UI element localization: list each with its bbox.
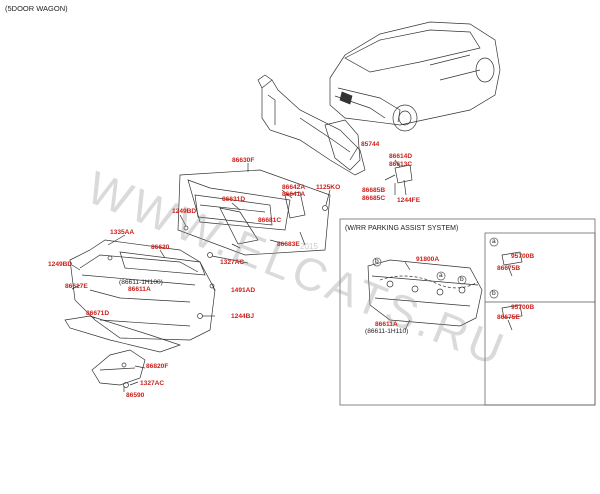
- callout-b-header: b: [492, 290, 496, 297]
- callout-a-inset: a: [439, 272, 443, 279]
- part-label-86614D[interactable]: 86614D: [389, 153, 413, 160]
- part-label-85744[interactable]: 85744: [361, 141, 380, 148]
- part-label-86641A[interactable]: 86641A: [282, 191, 306, 198]
- part-label-1335AA[interactable]: 1335AA: [110, 229, 135, 236]
- part-label-86630F[interactable]: 86630F: [232, 157, 255, 164]
- part-label-86613C[interactable]: 86613C: [389, 161, 413, 168]
- callout-a-header: a: [492, 238, 496, 245]
- part-label-1249BD[interactable]: 1249BD: [172, 208, 197, 215]
- part-label-1244BJ[interactable]: 1244BJ: [231, 313, 255, 320]
- part-label-86683E[interactable]: 86683E: [277, 241, 300, 248]
- part-label-95700B[interactable]: 95700B: [511, 253, 535, 260]
- part-label-86631D[interactable]: 86631D: [222, 196, 246, 203]
- part-label-86620[interactable]: 86620: [151, 244, 170, 251]
- callout-b-inset: b: [375, 258, 379, 265]
- part-label-1249BD-b[interactable]: 1249BD: [48, 261, 73, 268]
- part-label-86611-1H110: (86611-1H110): [365, 328, 409, 335]
- part-label-86685C[interactable]: 86685C: [362, 195, 386, 202]
- part-label-86685B[interactable]: 86685B: [362, 187, 386, 194]
- callout-b-inset-2: b: [460, 276, 464, 283]
- part-label-86671D[interactable]: 86671D: [86, 310, 110, 317]
- inset-title: (W/RR PARKING ASSIST SYSTEM): [345, 225, 459, 232]
- part-label-95700B-b[interactable]: 95700B: [511, 304, 535, 311]
- diagram-drawing: [64, 21, 596, 406]
- vehicle-illustration: [329, 21, 501, 132]
- part-label-86681C[interactable]: 86681C: [258, 217, 282, 224]
- part-label-1327AC-b[interactable]: 1327AC: [140, 380, 165, 387]
- part-label-1491AD[interactable]: 1491AD: [231, 287, 256, 294]
- parts-diagram: WWW.ELCATS.RU 2015 (5DOOR WAGON) (W/RR P…: [5, 4, 596, 406]
- part-label-86675B[interactable]: 86675B: [497, 265, 521, 272]
- part-label-1327AC[interactable]: 1327AC: [220, 259, 245, 266]
- part-label-86611A[interactable]: 86611A: [128, 286, 151, 293]
- diagram-title: (5DOOR WAGON): [5, 4, 68, 13]
- part-label-86675E[interactable]: 86675E: [497, 314, 520, 321]
- part-label-91800A[interactable]: 91800A: [416, 256, 440, 263]
- part-label-86642A[interactable]: 86642A: [282, 184, 306, 191]
- part-label-86617E[interactable]: 86617E: [65, 283, 88, 290]
- part-label-86611-1H100: (86611-1H100): [119, 279, 163, 286]
- part-label-86611A-b[interactable]: 86611A: [375, 321, 398, 328]
- parking-assist-inset: [339, 218, 596, 406]
- watermark-year: 2015: [300, 242, 318, 251]
- part-label-1244FE[interactable]: 1244FE: [397, 197, 421, 204]
- part-label-86820F[interactable]: 86820F: [146, 363, 169, 370]
- part-label-1125KO[interactable]: 1125KO: [316, 184, 341, 191]
- part-label-86590[interactable]: 86590: [126, 392, 145, 399]
